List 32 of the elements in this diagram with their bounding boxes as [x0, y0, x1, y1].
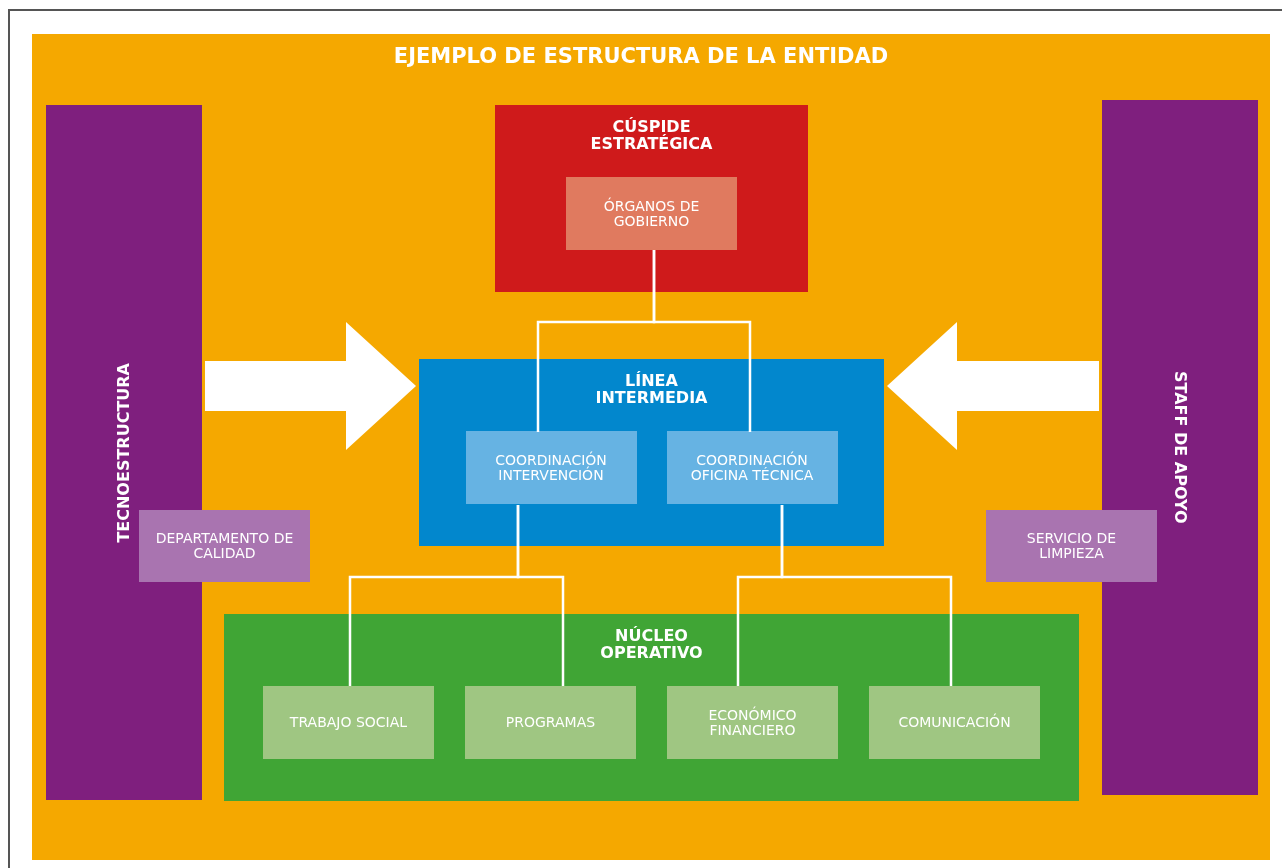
group-heading: TECNOESTRUCTURA	[115, 362, 133, 543]
group-box	[419, 359, 884, 546]
unit-label: COORDINACIÓN INTERVENCIÓN	[494, 452, 608, 483]
unit-label: DEPARTAMENTO DE CALIDAD	[154, 531, 295, 561]
group-heading: CÚSPIDE ESTRATÉGICA	[589, 119, 714, 153]
unit-label: ÓRGANOS DE GOBIERNO	[602, 198, 701, 229]
connector-line	[652, 250, 752, 432]
unit-box	[666, 431, 838, 504]
unit-label: COORDINACIÓN OFICINA TÉCNICA	[689, 452, 815, 483]
group-heading: NÚCLEO OPERATIVO	[599, 628, 704, 662]
unit-label: ECONÓMICO FINANCIERO	[707, 707, 798, 738]
group-box	[495, 105, 808, 292]
unit-box	[986, 510, 1157, 582]
unit-label: TRABAJO SOCIAL	[289, 715, 408, 730]
connector-line	[516, 505, 565, 686]
unit-box	[465, 686, 636, 759]
unit-box	[566, 177, 737, 250]
block-arrow	[205, 322, 416, 450]
block-arrow	[887, 322, 1099, 450]
unit-box	[263, 686, 434, 759]
unit-box	[139, 510, 310, 582]
group-box	[224, 614, 1079, 801]
unit-label: COMUNICACIÓN	[898, 715, 1011, 730]
diagram-title: EJEMPLO DE ESTRUCTURA DE LA ENTIDAD	[392, 44, 890, 68]
unit-box	[667, 686, 838, 759]
connector-line	[780, 505, 953, 686]
unit-label: PROGRAMAS	[505, 715, 596, 730]
unit-label: SERVICIO DE LIMPIEZA	[1025, 531, 1118, 561]
unit-box	[869, 686, 1040, 759]
group-heading: STAFF DE APOYO	[1171, 371, 1189, 524]
group-heading: LÍNEA INTERMEDIA	[594, 373, 709, 407]
unit-box	[465, 431, 637, 504]
